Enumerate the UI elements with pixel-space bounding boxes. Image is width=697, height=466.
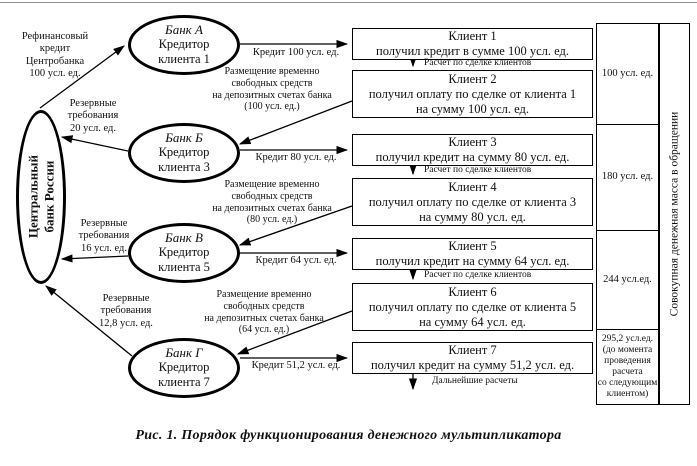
- client-6-desc: получил оплату по сделке от клиента 5 на…: [368, 299, 577, 329]
- arrow-refinance-cb-to-bank-a: [39, 45, 125, 109]
- arrow-reserve-bank-v-to-cb: [60, 254, 129, 263]
- reserve-requirement-label-20: Резервные требования 20 усл. ед.: [67, 98, 119, 134]
- deposit-placement-label-100: Размещение временно свободных средств на…: [212, 66, 332, 113]
- deposit-placement-label-80: Размещение временно свободных средств на…: [212, 179, 332, 226]
- refinance-credit-label: Рефинансовый кредит Центробанка 100 усл.…: [21, 31, 89, 80]
- client-1-title: Клиент 1: [448, 29, 497, 43]
- credit-label-80: Кредит 80 усл. ед.: [255, 152, 337, 163]
- money-supply-cell-244: 244 усл.ед.: [596, 230, 659, 330]
- bank-g-role: Кредитор клиента 7: [158, 360, 210, 390]
- credit-label-100: Кредит 100 усл. ед.: [252, 47, 340, 58]
- client-7-desc: получил кредит на сумму 51,2 усл. ед.: [370, 358, 575, 372]
- client-7-title: Клиент 7: [448, 343, 497, 357]
- bank-node-a: Банк А Кредитор клиента 1: [128, 15, 240, 75]
- client-box-5: Клиент 5 получил кредит на сумму 64 усл.…: [352, 238, 593, 270]
- bank-v-role: Кредитор клиента 5: [158, 245, 210, 275]
- arrow-deposit-client-6-to-bank-g: [236, 310, 353, 355]
- client-box-1: Клиент 1 получил кредит в сумме 100 усл.…: [352, 28, 593, 60]
- settlement-label-1: Расчет по сделке клиентов: [424, 58, 532, 68]
- bank-b-role: Кредитор клиента 3: [158, 145, 210, 175]
- credit-label-64: Кредит 64 усл. ед.: [255, 255, 337, 266]
- central-bank-label: Центральный банк России: [25, 155, 56, 239]
- bank-v-name: Банк В: [165, 229, 203, 245]
- client-2-title: Клиент 2: [448, 71, 497, 86]
- reserve-requirement-label-16: Резервные требования 16 усл. ед.: [78, 218, 130, 254]
- client-4-desc: получил оплату по сделке от клиента 3 на…: [368, 194, 577, 224]
- reserve-requirement-label-12-8: Резервные требования 12,8 усл. ед.: [99, 293, 153, 329]
- client-box-7: Клиент 7 получил кредит на сумму 51,2 ус…: [352, 342, 593, 374]
- client-box-2: Клиент 2 получил оплату по сделке от кли…: [352, 70, 593, 118]
- money-supply-cell-180: 180 усл. ед.: [596, 124, 659, 231]
- credit-label-51-2: Кредит 51,2 усл. ед.: [251, 360, 341, 371]
- money-supply-bar: Совокупная денежная масса в обращении: [659, 23, 690, 405]
- settlement-label-3: Расчет по сделке клиентов: [424, 270, 532, 280]
- central-bank-node: Центральный банк России: [16, 110, 66, 284]
- client-3-title: Клиент 3: [448, 135, 497, 149]
- arrow-deposit-client-4-to-bank-v: [238, 205, 353, 246]
- client-5-title: Клиент 5: [448, 239, 497, 253]
- arrow-deposit-client-2-to-bank-b: [238, 100, 353, 145]
- money-supply-cell-100: 100 усл. ед.: [596, 23, 659, 125]
- client-3-desc: получил кредит на сумму 80 усл. ед.: [375, 150, 570, 164]
- money-supply-bar-label: Совокупная денежная масса в обращении: [668, 111, 681, 317]
- bank-a-role: Кредитор клиента 1: [158, 37, 210, 67]
- further-settlements-label: Дальнейшие расчеты: [432, 376, 518, 386]
- client-6-title: Клиент 6: [448, 284, 497, 299]
- bank-node-b: Банк Б Кредитор клиента 3: [128, 123, 240, 183]
- settlement-label-2: Расчет по сделке клиентов: [424, 165, 532, 175]
- deposit-placement-label-64: Размещение временно свободных средств на…: [204, 289, 324, 336]
- client-5-desc: получил кредит на сумму 64 усл. ед.: [375, 254, 570, 268]
- client-2-desc: получил оплату по сделке от клиента 1 на…: [368, 86, 577, 116]
- bank-b-name: Банк Б: [165, 129, 203, 145]
- bank-a-name: Банк А: [165, 21, 203, 37]
- top-frame-line: [0, 2, 697, 3]
- client-4-title: Клиент 4: [448, 179, 497, 194]
- arrow-reserve-bank-g-to-cb: [45, 285, 133, 357]
- bank-node-v: Банк В Кредитор клиента 5: [128, 223, 240, 283]
- client-box-3: Клиент 3 получил кредит на сумму 80 усл.…: [352, 134, 593, 166]
- bank-node-g: Банк Г Кредитор клиента 7: [128, 338, 240, 398]
- client-box-4: Клиент 4 получил оплату по сделке от кли…: [352, 178, 593, 226]
- client-1-desc: получил кредит в сумме 100 усл. ед.: [376, 44, 569, 58]
- client-box-6: Клиент 6 получил оплату по сделке от кли…: [352, 283, 593, 331]
- arrow-reserve-bank-b-to-cb: [60, 135, 129, 152]
- figure-caption: Рис. 1. Порядок функционирования денежно…: [135, 428, 562, 443]
- money-supply-cell-295-2: 295,2 усл.ед. (до момента проведения рас…: [596, 329, 659, 405]
- bank-g-name: Банк Г: [165, 344, 203, 360]
